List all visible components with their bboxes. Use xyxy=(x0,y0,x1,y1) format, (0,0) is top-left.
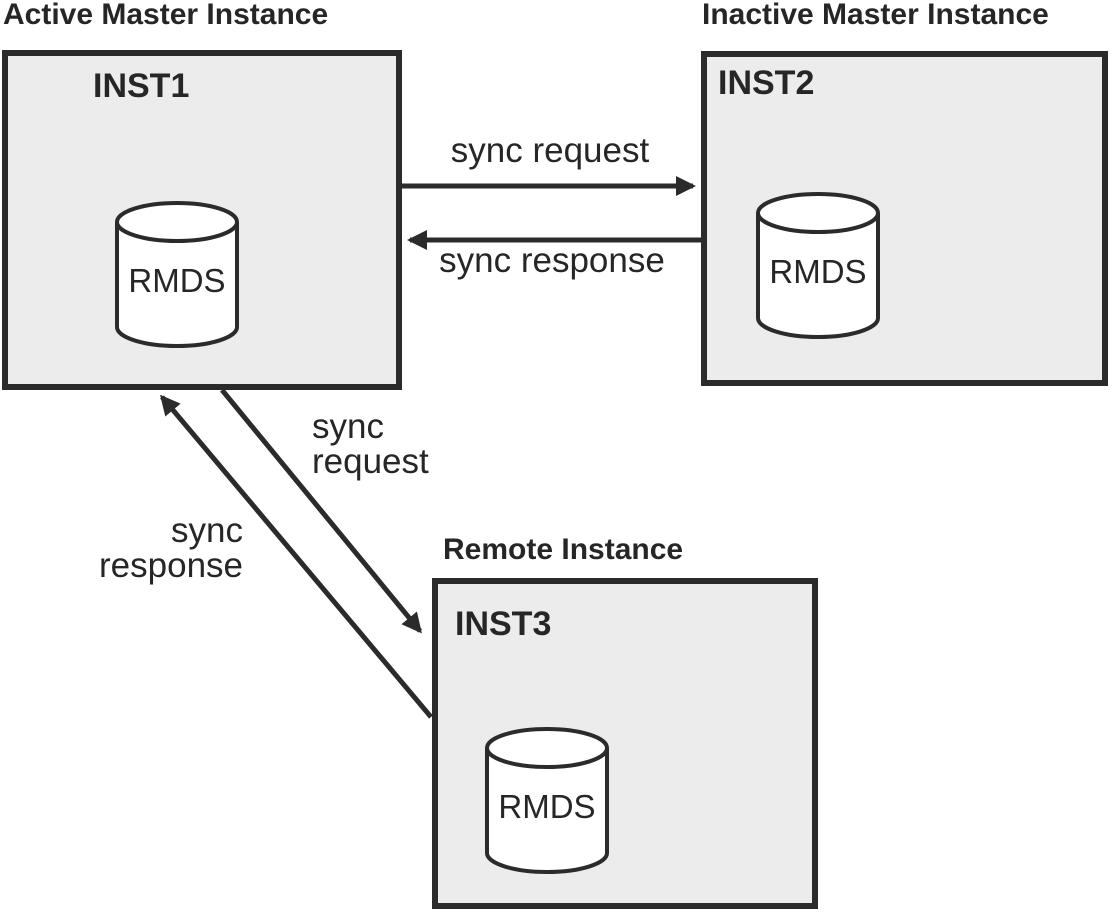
instance-box-inst1: INST1 RMDS xyxy=(2,50,402,390)
database-cylinder-icon: RMDS xyxy=(756,192,880,339)
instance-name-label: INST2 xyxy=(718,64,815,102)
database-cylinder-icon: RMDS xyxy=(485,727,609,874)
instance-name-label: INST3 xyxy=(455,605,552,643)
database-name-label: RMDS xyxy=(498,788,595,825)
database-name-label: RMDS xyxy=(769,253,866,290)
label-sync-response-inst2-inst1: sync response xyxy=(439,241,665,280)
database-name-label: RMDS xyxy=(128,262,225,299)
label-line: sync xyxy=(312,407,384,446)
instance-name-label: INST1 xyxy=(93,67,190,105)
label-line: response xyxy=(99,546,243,585)
label-sync-response-inst3-inst1: sync response xyxy=(99,513,243,583)
title-remote-instance: Remote Instance xyxy=(443,533,684,566)
database-cylinder-icon: RMDS xyxy=(115,201,239,348)
label-line: sync xyxy=(171,511,243,550)
label-sync-request-inst1-inst3: sync request xyxy=(312,409,429,479)
label-sync-request-inst1-inst2: sync request xyxy=(450,131,650,170)
instance-box-inst2: INST2 RMDS xyxy=(701,51,1108,386)
title-inactive-master-instance: Inactive Master Instance xyxy=(702,0,1049,31)
instance-box-inst3: INST3 RMDS xyxy=(432,578,818,909)
title-active-master-instance: Active Master Instance xyxy=(3,0,329,31)
label-line: request xyxy=(312,442,429,481)
